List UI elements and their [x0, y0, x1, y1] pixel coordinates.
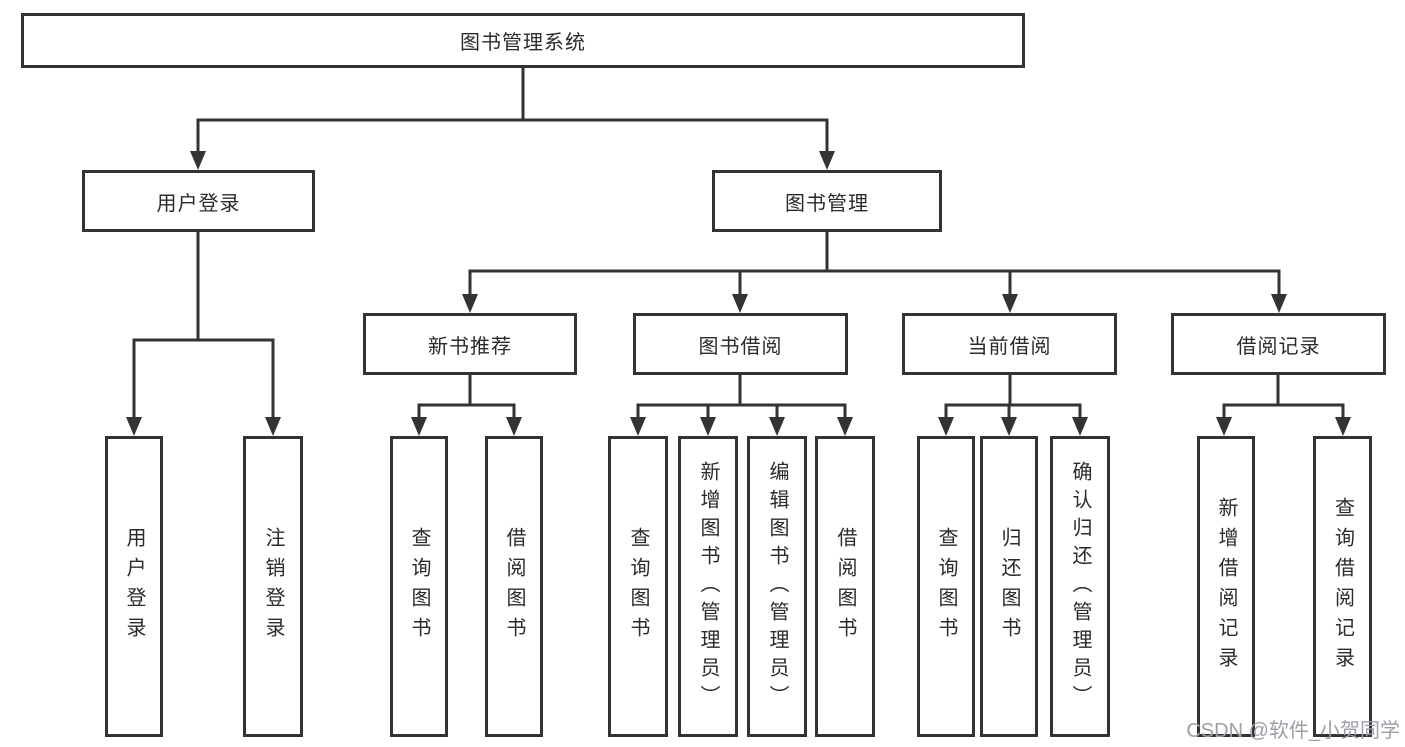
- arrowhead: [1271, 294, 1287, 313]
- node-leaf-query-borrow-record: 查询借阅记录: [1313, 436, 1372, 737]
- node-leaf-return-book: 归还图书: [980, 436, 1038, 737]
- node-label: 当前借阅: [967, 335, 1052, 358]
- arrowhead: [837, 417, 853, 436]
- arrowhead: [819, 151, 835, 170]
- node-book-management: 图书管理: [712, 170, 942, 232]
- arrowhead: [462, 294, 478, 313]
- node-current-borrow: 当前借阅: [902, 313, 1117, 375]
- node-borrow-records: 借阅记录: [1171, 313, 1386, 375]
- node-label: 借阅记录: [1236, 335, 1321, 358]
- arrowhead: [769, 417, 785, 436]
- arrowhead: [1001, 417, 1017, 436]
- node-label: 图书借阅: [698, 335, 783, 358]
- node-leaf-borrow-book: 借阅图书: [815, 436, 875, 737]
- arrowhead: [190, 151, 206, 170]
- node-label: 查询图书: [627, 526, 649, 647]
- node-new-book-recommend: 新书推荐: [363, 313, 577, 375]
- node-label: 查询借阅记录: [1331, 496, 1354, 677]
- node-label: 确认归还（管理员）: [1069, 460, 1091, 713]
- node-label: 图书管理: [785, 192, 869, 215]
- node-label: 借阅图书: [834, 526, 856, 647]
- node-label: 新增借阅记录: [1215, 496, 1237, 677]
- arrowhead: [1002, 294, 1018, 313]
- node-leaf-query-books-recommend: 查询图书: [390, 436, 448, 737]
- connector-lines: [132, 66, 1345, 419]
- arrowhead: [732, 294, 748, 313]
- arrowhead: [630, 417, 646, 436]
- node-leaf-add-book-admin: 新增图书（管理员）: [678, 436, 738, 737]
- node-label: 用户登录: [156, 192, 241, 215]
- node-leaf-borrow-books-recommend: 借阅图书: [485, 436, 543, 737]
- node-leaf-logout: 注销登录: [243, 436, 303, 737]
- node-user-login: 用户登录: [82, 170, 315, 232]
- node-leaf-confirm-return-admin: 确认归还（管理员）: [1050, 436, 1110, 737]
- node-label: 归还图书: [998, 526, 1020, 647]
- arrowhead: [506, 417, 522, 436]
- connector-arrowheads: [126, 151, 1351, 436]
- connector-borrow-rail: [636, 403, 847, 419]
- node-label: 编辑图书（管理员）: [766, 460, 788, 713]
- node-leaf-user-login: 用户登录: [105, 436, 163, 737]
- arrowhead: [126, 417, 142, 436]
- arrowhead: [1072, 417, 1088, 436]
- node-leaf-add-borrow-record: 新增借阅记录: [1197, 436, 1255, 737]
- node-book-borrow: 图书借阅: [633, 313, 848, 375]
- connector-bookmgmt-rail: [468, 269, 1281, 296]
- connector-root-rail: [196, 118, 829, 153]
- node-leaf-query-books-borrow: 查询图书: [608, 436, 668, 737]
- connector-recommend-rail: [417, 403, 516, 419]
- arrowhead: [265, 417, 281, 436]
- node-leaf-query-books-current: 查询图书: [917, 436, 975, 737]
- arrowhead: [700, 417, 716, 436]
- arrowhead: [411, 417, 427, 436]
- node-label: 新书推荐: [428, 335, 512, 358]
- node-label: 图书管理系统: [460, 32, 586, 54]
- connector-current-rail: [944, 403, 1082, 419]
- node-label: 注销登录: [262, 526, 284, 647]
- node-label: 借阅图书: [503, 526, 525, 647]
- connector-userlogin-rail: [132, 338, 275, 419]
- node-leaf-edit-book-admin: 编辑图书（管理员）: [747, 436, 807, 737]
- node-label: 用户登录: [123, 526, 145, 647]
- csdn-watermark: CSDN @软件_小贺同学: [1186, 720, 1400, 742]
- arrowhead: [1335, 417, 1351, 436]
- connector-records-rail: [1222, 403, 1345, 419]
- arrowhead: [938, 417, 954, 436]
- node-label: 查询图书: [408, 526, 430, 647]
- node-label: 新增图书（管理员）: [697, 460, 719, 713]
- node-root-library-system: 图书管理系统: [21, 13, 1025, 68]
- arrowhead: [1216, 417, 1232, 436]
- node-label: 查询图书: [935, 526, 957, 647]
